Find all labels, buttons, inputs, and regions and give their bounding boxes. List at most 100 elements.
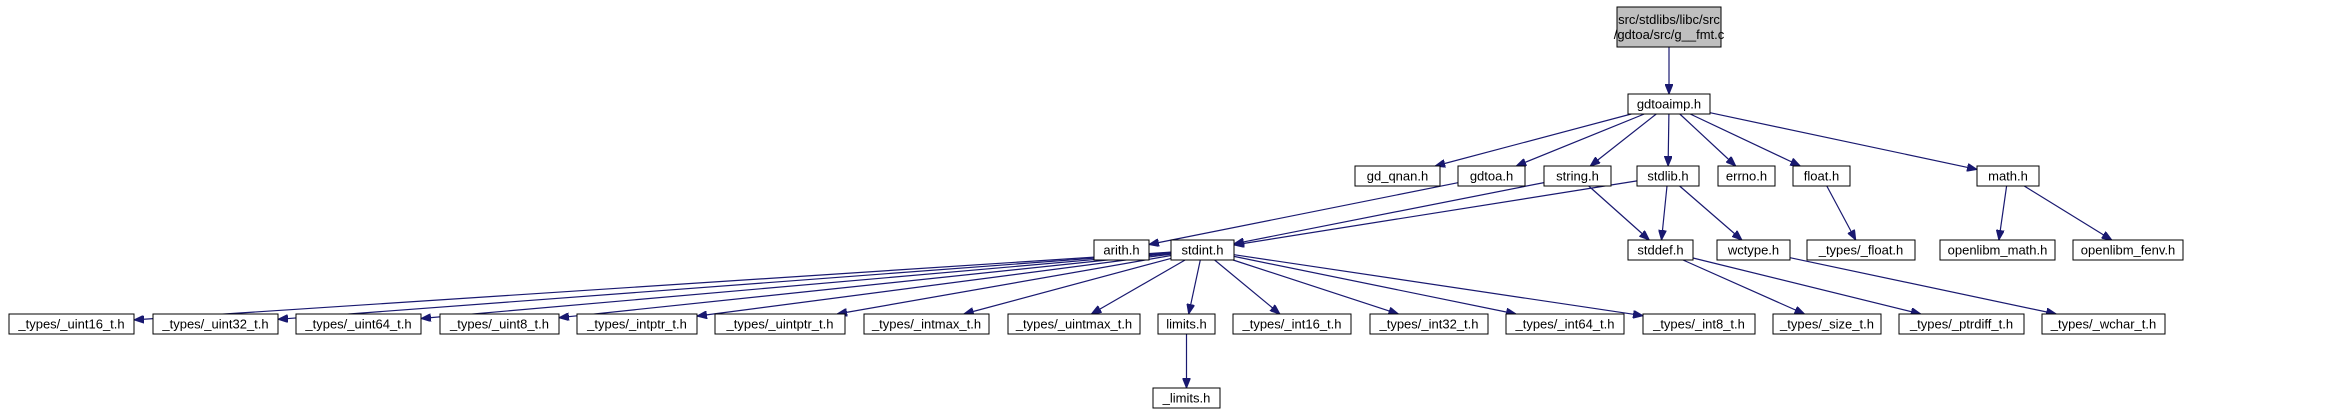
node-box [863, 313, 990, 335]
node-int64[interactable]: _types/_int64_t.h [1505, 313, 1625, 335]
node-box [1939, 239, 2056, 261]
node-label: _types/_size_t.h [1779, 317, 1874, 332]
node-int16[interactable]: _types/_int16_t.h [1232, 313, 1352, 335]
node-box [1716, 239, 1791, 261]
node-box [1806, 239, 1916, 261]
edge-string-to-stddef [1588, 185, 1650, 240]
node-box [1505, 313, 1625, 335]
node-label: _types/_float.h [1818, 243, 1904, 258]
node-label: wctype.h [1727, 243, 1779, 258]
node-box [1627, 93, 1711, 115]
node-uint16[interactable]: _types/_uint16_t.h [8, 313, 135, 335]
node-types_float[interactable]: _types/_float.h [1806, 239, 1916, 261]
node-uint32[interactable]: _types/_uint32_t.h [152, 313, 279, 335]
node-uintptr[interactable]: _types/_uintptr_t.h [714, 313, 846, 335]
node-uint8[interactable]: _types/_uint8_t.h [439, 313, 560, 335]
edge-gdtoa-to-arith [1149, 182, 1459, 245]
edge-string-to-stdint [1234, 182, 1545, 244]
node-box [1170, 239, 1235, 261]
node-uint64[interactable]: _types/_uint64_t.h [295, 313, 422, 335]
node-label: openlibm_fenv.h [2081, 243, 2175, 258]
node-gdtoa[interactable]: gdtoa.h [1457, 165, 1526, 187]
node-ptrdiff[interactable]: _types/_ptrdiff_t.h [1898, 313, 2025, 335]
node-box [1232, 313, 1352, 335]
node-box [1457, 165, 1526, 187]
edge-gdtoaimp-to-gdtoa [1516, 113, 1645, 167]
node-box [439, 313, 560, 335]
edge-stdint-to-uint8 [559, 252, 1172, 317]
node-gdtoaimp[interactable]: gdtoaimp.h [1627, 93, 1711, 115]
node-label: src/stdlibs/libc/src [1618, 12, 1720, 27]
node-intmax[interactable]: _types/_intmax_t.h [863, 313, 990, 335]
node-box [714, 313, 846, 335]
node-label: limits.h [1166, 317, 1206, 332]
node-label: openlibm_math.h [1948, 243, 2048, 258]
edge-gdtoaimp-to-math [1709, 112, 1977, 170]
node-math[interactable]: math.h [1976, 165, 2040, 187]
node-wctype[interactable]: wctype.h [1716, 239, 1791, 261]
node-openlibm_math[interactable]: openlibm_math.h [1939, 239, 2056, 261]
edge-stdint-to-uintptr [837, 254, 1172, 315]
node-label: _types/_intptr_t.h [586, 317, 687, 332]
edge-gdtoaimp-to-errno [1679, 113, 1736, 166]
node-label: stdlib.h [1647, 169, 1688, 184]
edge-gdtoaimp-to-gd_qnan [1435, 113, 1632, 166]
node-label: errno.h [1726, 169, 1767, 184]
node-box [1543, 165, 1612, 187]
node-box [1616, 6, 1722, 48]
node-int32[interactable]: _types/_int32_t.h [1369, 313, 1489, 335]
node-openlibm_fenv[interactable]: openlibm_fenv.h [2072, 239, 2184, 261]
node-limits[interactable]: limits.h [1157, 313, 1216, 335]
node-root[interactable]: src/stdlibs/libc/src/gdtoa/src/g__fmt.c [1614, 6, 1725, 48]
edge-math-to-openlibm_math [1999, 185, 2008, 240]
node-stdlib[interactable]: stdlib.h [1636, 165, 1700, 187]
node-stddef[interactable]: stddef.h [1627, 239, 1694, 261]
node-label: _types/_intmax_t.h [871, 317, 981, 332]
edge-stdint-to-intptr [697, 253, 1172, 316]
node-label: string.h [1556, 169, 1599, 184]
node-gd_qnan[interactable]: gd_qnan.h [1354, 165, 1441, 187]
node-label: _types/_ptrdiff_t.h [1909, 317, 2013, 332]
node-label: gd_qnan.h [1367, 169, 1428, 184]
node-box [1717, 165, 1776, 187]
node-int8[interactable]: _types/_int8_t.h [1642, 313, 1756, 335]
node-label: stddef.h [1637, 243, 1683, 258]
edge-stdint-to-int8 [1233, 254, 1643, 316]
node-box [8, 313, 135, 335]
node-box [576, 313, 698, 335]
node-intptr[interactable]: _types/_intptr_t.h [576, 313, 698, 335]
node-label: _types/_uintptr_t.h [726, 317, 834, 332]
node-arith[interactable]: arith.h [1093, 239, 1150, 261]
edge-gdtoaimp-to-stdlib [1668, 113, 1669, 166]
edge-gdtoaimp-to-string [1590, 113, 1657, 166]
node-box [1354, 165, 1441, 187]
node-_limits[interactable]: _limits.h [1152, 387, 1221, 409]
node-uintmax[interactable]: _types/_uintmax_t.h [1007, 313, 1141, 335]
node-float[interactable]: float.h [1792, 165, 1851, 187]
node-label: /gdtoa/src/g__fmt.c [1614, 27, 1725, 42]
edge-stdint-to-intmax [964, 257, 1172, 314]
edge-stdlib-to-stdint [1234, 180, 1638, 245]
node-box [1772, 313, 1882, 335]
edge-stddef-to-ptrdiff [1692, 257, 1921, 314]
node-size_t[interactable]: _types/_size_t.h [1772, 313, 1882, 335]
node-box [1152, 387, 1221, 409]
node-box [2041, 313, 2166, 335]
node-box [1792, 165, 1851, 187]
node-wchar[interactable]: _types/_wchar_t.h [2041, 313, 2166, 335]
node-errno[interactable]: errno.h [1717, 165, 1776, 187]
node-label: _types/_uint8_t.h [449, 317, 549, 332]
node-stdint[interactable]: stdint.h [1170, 239, 1235, 261]
edge-gdtoaimp-to-float [1689, 113, 1800, 166]
node-box [1369, 313, 1489, 335]
node-box [1007, 313, 1141, 335]
node-string[interactable]: string.h [1543, 165, 1612, 187]
edge-stddef-to-size_t [1682, 259, 1805, 315]
edge-stdint-to-limits [1189, 259, 1201, 314]
node-label: _types/_wchar_t.h [2050, 317, 2157, 332]
node-box [1093, 239, 1150, 261]
edge-wctype-to-wchar [1789, 257, 2056, 314]
nodes-layer: src/stdlibs/libc/src/gdtoa/src/g__fmt.cg… [8, 6, 2184, 409]
node-box [152, 313, 279, 335]
edge-stdint-to-uint16 [134, 251, 1172, 320]
